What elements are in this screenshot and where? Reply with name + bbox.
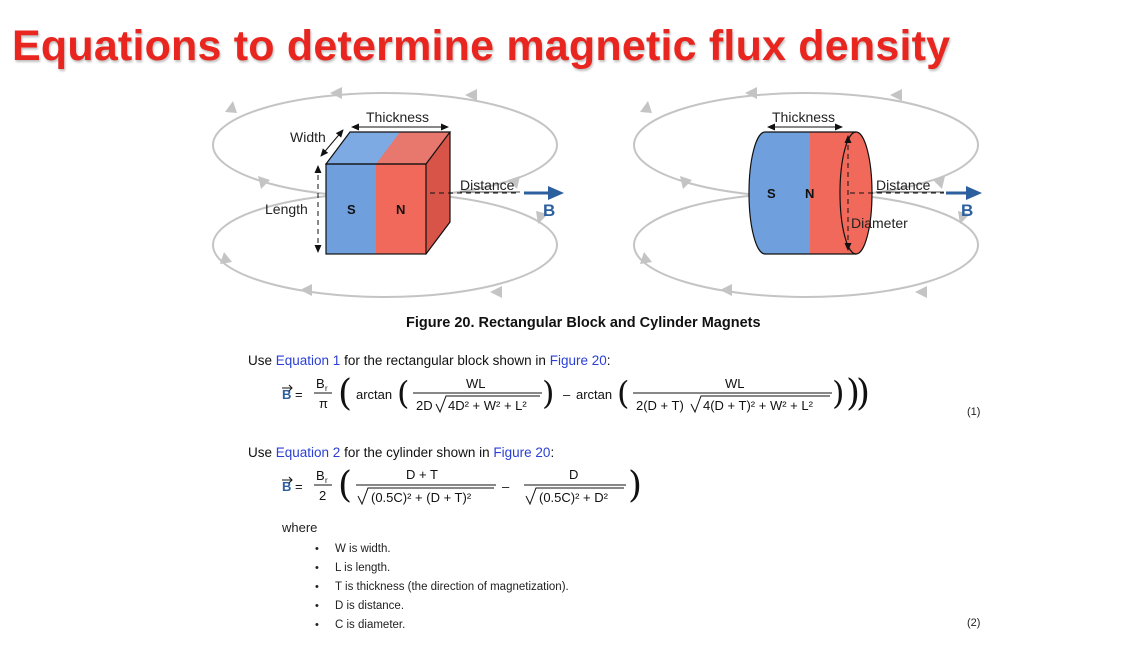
- svg-text:=: =: [295, 387, 303, 402]
- equation1-intro-text: Use: [248, 353, 276, 368]
- equation1-lhs: B: [282, 387, 291, 402]
- cylinder-south-body: [749, 132, 810, 254]
- equation2-figure-link[interactable]: Figure 20: [493, 445, 551, 460]
- equation1-root2: 4(D + T)² + W² + L²: [703, 398, 814, 413]
- equation1-number: (1): [967, 406, 981, 418]
- list-item: C is diameter.: [315, 616, 569, 635]
- equation1-root1: 4D² + W² + L²: [448, 398, 527, 413]
- block-b-arrowhead: [548, 186, 564, 200]
- svg-text:): ): [628, 465, 642, 506]
- list-item: L is length.: [315, 559, 569, 578]
- block-magnet: [324, 131, 452, 255]
- equation2-lhs: B: [282, 479, 291, 494]
- equation1-link[interactable]: Equation 1: [275, 353, 341, 368]
- block-b-label: B: [543, 201, 555, 220]
- cylinder-south-label: S: [767, 186, 776, 201]
- svg-text:(: (: [397, 374, 409, 412]
- cylinder-field-arrows: [640, 87, 970, 298]
- equation2-minus: –: [502, 479, 510, 494]
- equation2-intro: Use Equation 2 for the cylinder shown in…: [248, 445, 554, 460]
- svg-text:): ): [832, 374, 844, 412]
- equation1-vector-arrow: [282, 384, 293, 392]
- equation1-intro: Use Equation 1 for the rectangular block…: [248, 353, 611, 368]
- equation2-intro-end: :: [550, 445, 555, 460]
- equation1: B = B r π ( arctan ( WL 2D 4D² + W² + L²…: [282, 373, 870, 414]
- equation1-br: B: [316, 376, 325, 391]
- equation2-vector-arrow: [282, 476, 293, 484]
- svg-text:): ): [542, 374, 554, 412]
- equation1-br-sub: r: [325, 384, 328, 393]
- equation1-wl1: WL: [466, 376, 486, 391]
- list-item: T is thickness (the direction of magneti…: [315, 578, 569, 597]
- list-item: D is distance.: [315, 597, 569, 616]
- equation1-wl2: WL: [725, 376, 745, 391]
- cylinder-north-label: N: [805, 186, 814, 201]
- svg-text:(: (: [338, 465, 352, 506]
- equation2-intro-mid: for the cylinder shown in: [340, 445, 494, 460]
- equation2-root1: (0.5C)² + (D + T)²: [371, 490, 472, 505]
- equation1-figure-link[interactable]: Figure 20: [549, 353, 607, 368]
- equation2-two: 2: [319, 488, 326, 503]
- block-distance-label: Distance: [460, 177, 515, 193]
- where-label: where: [282, 520, 318, 535]
- list-item: W is width.: [315, 540, 569, 559]
- equation1-arctan1: arctan: [356, 387, 392, 402]
- magnet-diagram: S N Thickness Width Length Distance B S …: [212, 87, 982, 298]
- equation1-intro-end: :: [606, 353, 611, 368]
- page-title: Equations to determine magnetic flux den…: [12, 22, 951, 70]
- block-width-label: Width: [290, 129, 326, 145]
- equation1-pi: π: [319, 396, 328, 411]
- svg-text:): ): [846, 373, 860, 414]
- equation1-den2: 2(D + T): [636, 398, 684, 413]
- figure-caption: Figure 20. Rectangular Block and Cylinde…: [406, 315, 761, 331]
- block-north-label: N: [396, 202, 405, 217]
- equation1-intro-mid: for the rectangular block shown in: [340, 353, 550, 368]
- definitions-list: W is width. L is length. T is thickness …: [315, 540, 569, 635]
- equation1-arctan2: arctan: [576, 387, 612, 402]
- equation2-num2: D: [569, 467, 578, 482]
- cylinder-b-arrowhead: [966, 186, 982, 200]
- cylinder-distance-label: Distance: [876, 177, 931, 193]
- equation2-number: (2): [967, 617, 981, 629]
- equation2-root2: (0.5C)² + D²: [539, 490, 609, 505]
- svg-text:=: =: [295, 479, 303, 494]
- equation2: B = B r 2 ( D + T (0.5C)² + (D + T)² – D…: [282, 465, 642, 506]
- cylinder-thickness-label: Thickness: [772, 109, 835, 125]
- block-width-arrow: [320, 129, 344, 157]
- block-south-face: [326, 164, 376, 254]
- equation1-minus: –: [563, 387, 571, 402]
- equation2-intro-text: Use: [248, 445, 276, 460]
- cylinder-b-label: B: [961, 201, 973, 220]
- block-field-arrows: [220, 87, 548, 298]
- cylinder-diameter-label: Diameter: [851, 215, 908, 231]
- block-length-label: Length: [265, 201, 308, 217]
- equation2-br-sub: r: [325, 476, 328, 485]
- equation1-den1: 2D: [416, 398, 433, 413]
- svg-text:): ): [856, 373, 870, 414]
- svg-text:(: (: [617, 374, 629, 412]
- block-south-label: S: [347, 202, 356, 217]
- block-north-face: [376, 164, 426, 254]
- cylinder-face: [839, 131, 873, 255]
- equation2-num1: D + T: [406, 467, 438, 482]
- equation2-br: B: [316, 468, 325, 483]
- block-thickness-label: Thickness: [366, 109, 429, 125]
- equation2-link[interactable]: Equation 2: [275, 445, 341, 460]
- svg-text:(: (: [338, 373, 352, 414]
